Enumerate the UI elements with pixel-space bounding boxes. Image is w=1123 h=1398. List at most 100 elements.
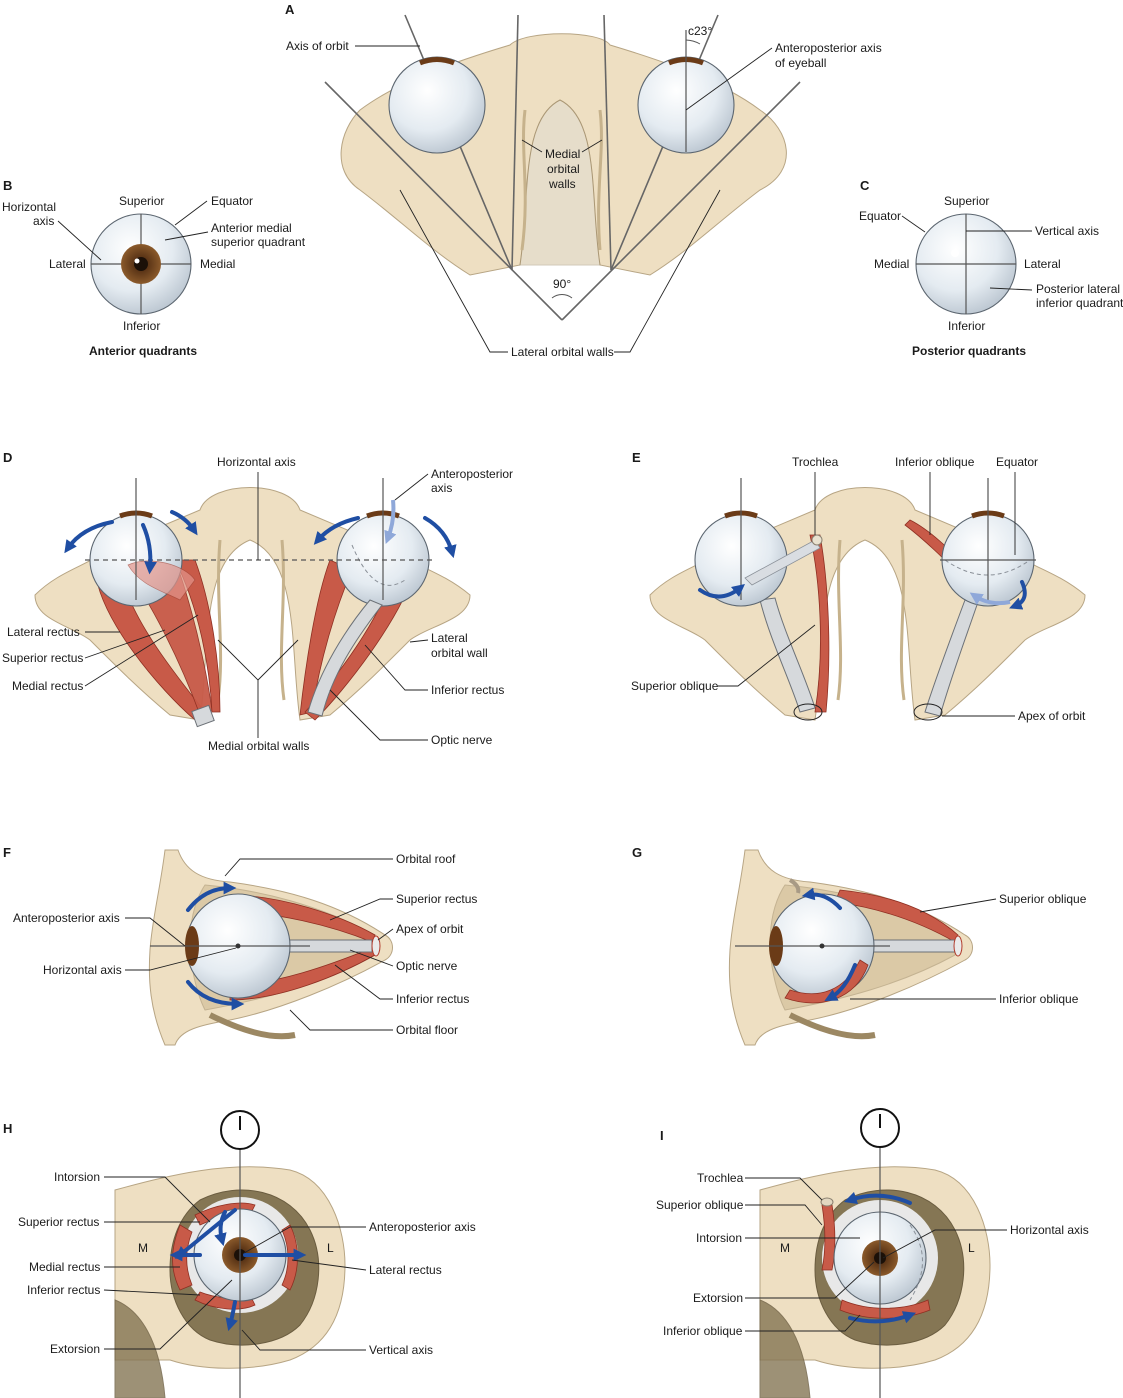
- panel-d-septum-right: [279, 539, 286, 701]
- panel-a-lateral-wall-left: [324, 81, 563, 321]
- label-medial-walls-2: orbital: [547, 162, 580, 176]
- panel-d-optic-nerve-right: [307, 599, 383, 717]
- label-b-horizontal-1: Horizontal: [2, 200, 56, 214]
- panel-b-highlight: [134, 258, 140, 264]
- panel-i: I M L Trochlea Superior oblique Intorsio…: [656, 1108, 1089, 1398]
- leader-d-optic-nerve: [329, 689, 428, 741]
- label-d-ap-1: Anteroposterior: [431, 467, 513, 481]
- label-d-medial-rectus: Medial rectus: [12, 679, 83, 693]
- leader-h-inferior-rectus: [103, 1289, 201, 1296]
- panel-i-arrow-top: [843, 1191, 912, 1205]
- label-b-equator: Equator: [211, 194, 253, 208]
- label-d-horizontal-axis: Horizontal axis: [217, 455, 296, 469]
- panel-f-apex: [371, 935, 381, 957]
- label-d-lateral-wall-1: Lateral: [431, 631, 468, 645]
- panel-b: B Horizontal axis Superior Equator Anter…: [2, 178, 306, 358]
- label-f-superior-rectus: Superior rectus: [396, 892, 477, 906]
- panel-e-apex-left: [793, 703, 823, 721]
- leader-f-inferior-rectus: [334, 964, 393, 1000]
- panel-b-letter: B: [3, 178, 12, 193]
- panel-a-angle-90-arc: [551, 294, 573, 299]
- label-d-ap-2: axis: [431, 481, 452, 495]
- panel-g-trochlea: [788, 878, 801, 894]
- label-h-superior-rectus: Superior rectus: [18, 1215, 99, 1229]
- leader-h-intorsion: [104, 1176, 211, 1223]
- panel-e-arrow-right: [1009, 580, 1027, 610]
- panel-h: H M L Intorsion Superior rectus Anteropo…: [3, 1110, 476, 1398]
- label-ap-axis-eyeball-1: Anteroposterior axis: [775, 41, 882, 55]
- leader-i-extorsion: [745, 1261, 875, 1299]
- label-g-superior-oblique: Superior oblique: [999, 892, 1087, 906]
- leader-f-horizontal-axis: [125, 947, 237, 971]
- leader-h-vertical-axis: [241, 1329, 366, 1351]
- panel-g-inferior-oblique: [784, 959, 869, 1004]
- label-i-extorsion: Extorsion: [693, 1291, 743, 1305]
- label-f-horizontal-axis: Horizontal axis: [43, 963, 122, 977]
- leader-ap-axis-eyeball: [685, 47, 773, 111]
- label-i-superior-oblique: Superior oblique: [656, 1198, 744, 1212]
- label-c-vertical-axis: Vertical axis: [1035, 224, 1099, 238]
- panel-e-superior-oblique-muscle: [809, 534, 830, 713]
- label-c-medial: Medial: [874, 257, 909, 271]
- label-f-orbital-roof: Orbital roof: [396, 852, 456, 866]
- panel-d: D Horizontal axis Anteroposterior: [2, 450, 513, 753]
- label-f-inferior-rectus: Inferior rectus: [396, 992, 469, 1006]
- leader-d-ap: [394, 473, 429, 501]
- panel-g-letter: G: [632, 845, 642, 860]
- leader-i-horizontal-axis: [882, 1229, 1007, 1259]
- panel-a-eyeball-left: [388, 56, 486, 154]
- label-angle-23: c23°: [688, 24, 712, 38]
- panel-a-septum-right: [597, 109, 603, 251]
- panel-a: A Axis of orbit c23° Anteroposterior axi…: [285, 2, 882, 359]
- label-d-lateral-rectus: Lateral rectus: [7, 625, 80, 639]
- panel-g-floor-ridge: [788, 1012, 876, 1040]
- label-f-ap-axis: Anteroposterior axis: [13, 911, 120, 925]
- leader-d-superior-rectus: [84, 629, 166, 659]
- panel-g-center: [819, 943, 825, 949]
- leader-b-equator: [174, 200, 208, 226]
- label-c-posterior-lateral-1: Posterior lateral: [1036, 282, 1120, 296]
- panel-i-arrow-bottom: [848, 1311, 917, 1324]
- label-b-anterior-medial-1: Anterior medial: [211, 221, 292, 235]
- label-e-equator: Equator: [996, 455, 1038, 469]
- leader-i-inferior-oblique: [745, 1314, 861, 1332]
- label-b-lateral: Lateral: [49, 257, 86, 271]
- label-h-lateral-rectus: Lateral rectus: [369, 1263, 442, 1277]
- label-e-superior-oblique: Superior oblique: [631, 679, 719, 693]
- label-medial-walls-3: walls: [548, 177, 576, 191]
- label-h-ap-axis: Anteroposterior axis: [369, 1220, 476, 1234]
- panel-i-dashed: [909, 1224, 923, 1301]
- panel-e-apex-right: [913, 703, 943, 721]
- leader-g-superior-oblique: [919, 898, 997, 913]
- label-i-horizontal-axis: Horizontal axis: [1010, 1223, 1089, 1237]
- leader-c-posterior-lateral: [989, 287, 1033, 291]
- panel-d-medial-rectus-left: [174, 559, 221, 713]
- label-angle-90: 90°: [553, 277, 571, 291]
- panel-f-arrow-up: [186, 881, 237, 912]
- panel-i-letter: I: [660, 1128, 664, 1143]
- leader-medial-walls-right: [581, 139, 603, 153]
- leader-lateral-wall-left: [399, 189, 508, 353]
- label-d-lateral-wall-2: orbital wall: [431, 646, 488, 660]
- label-f-apex: Apex of orbit: [396, 922, 464, 936]
- panel-c-letter: C: [860, 178, 870, 193]
- panel-d-letter: D: [3, 450, 12, 465]
- panel-d-arrow-left-1: [64, 520, 114, 554]
- leader-d-medial-walls-right: [257, 639, 299, 681]
- label-c-equator: Equator: [859, 209, 901, 223]
- panel-e-septum-right: [899, 539, 906, 701]
- label-c-superior: Superior: [944, 194, 989, 208]
- panel-h-arrow-left: [175, 1208, 237, 1260]
- label-h-intorsion: Intorsion: [54, 1170, 100, 1184]
- panel-e-letter: E: [632, 450, 641, 465]
- label-h-inferior-rectus: Inferior rectus: [27, 1283, 100, 1297]
- caption-b: Anterior quadrants: [89, 344, 197, 358]
- panel-a-medial-wall-right: [603, 14, 612, 271]
- panel-d-arrow-right-1: [313, 516, 360, 545]
- label-b-superior: Superior: [119, 194, 164, 208]
- panel-a-lateral-wall-right: [561, 81, 801, 321]
- panel-d-arrow-left-2: [141, 523, 157, 575]
- leader-i-superior-oblique: [745, 1204, 823, 1226]
